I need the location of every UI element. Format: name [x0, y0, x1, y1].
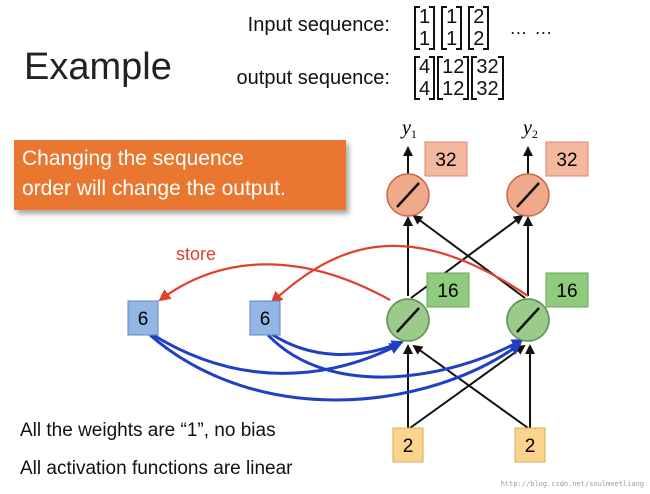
memory-arrow-m1-h2: [149, 333, 522, 402]
memory-arrow-m1-h1: [149, 331, 402, 375]
memory-value-1: 6: [138, 309, 149, 330]
y1-label: y1: [400, 117, 417, 141]
input-value-2: 2: [525, 436, 536, 457]
input-sequence-label: Input sequence:: [247, 14, 390, 36]
hidden-value-box-2: [545, 272, 589, 308]
slide-title: Example: [24, 46, 172, 88]
store-arrow-h2: [270, 244, 529, 304]
hidden-value-2: 16: [556, 281, 577, 302]
store-arrow-h1: [158, 263, 391, 302]
output-value-2: 32: [556, 150, 577, 171]
input-box-1: [392, 427, 424, 463]
memory-arrow-m2-h1: [269, 331, 404, 356]
edge-x2-to-h1: [412, 344, 529, 429]
weights-note: All the weights are “1”, no bias: [20, 420, 276, 441]
memory-value-2: 6: [260, 309, 271, 330]
hidden-neuron-2: [506, 298, 550, 342]
y2-label: y2: [521, 117, 538, 141]
output-value-1: 32: [435, 150, 456, 171]
input-box-2: [514, 427, 546, 463]
hidden-value-1: 16: [437, 281, 458, 302]
output-value-box-2: [545, 141, 589, 177]
store-label: store: [176, 244, 216, 264]
memory-box-2: [249, 300, 281, 336]
hidden-neuron-1: [386, 298, 430, 342]
banner-line-2: order will change the output.: [22, 177, 286, 200]
hidden-value-box-1: [426, 272, 470, 308]
weight-connections: [403, 146, 535, 429]
memory-arrow-m2-h2: [266, 333, 524, 379]
activation-note: All activation functions are linear: [20, 458, 293, 479]
ellipsis: … …: [509, 17, 554, 38]
output-neuron-1: [386, 173, 430, 217]
banner-line-1: Changing the sequence: [22, 147, 244, 170]
memory-arrows: [149, 331, 524, 402]
output-neuron-2: [506, 173, 550, 217]
edge-x1-to-h2: [409, 344, 526, 429]
store-arrows: [158, 244, 529, 304]
input-value-1: 2: [403, 436, 414, 457]
output-value-box-1: [424, 141, 468, 177]
memory-box-1: [127, 300, 159, 336]
output-sequence-label: output sequence:: [236, 67, 390, 89]
callout-banner: Changing the sequence order will change …: [14, 140, 346, 210]
edge-h2-to-out1: [412, 214, 526, 299]
watermark: http://blog.csdn.net/soulmeetliang: [500, 480, 644, 488]
